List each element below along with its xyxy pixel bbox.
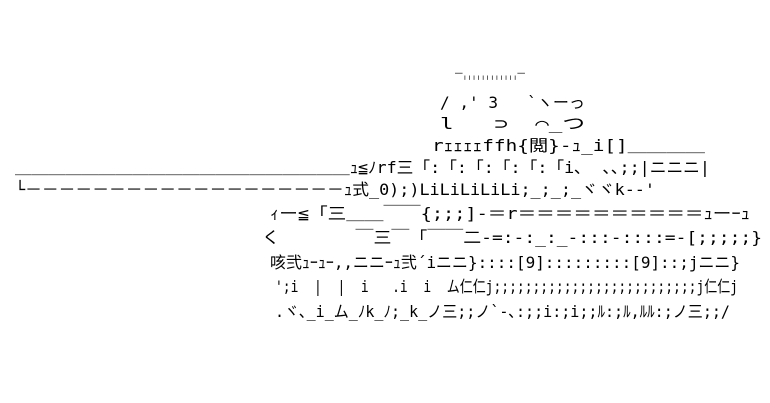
art-line: .ヾ､_i_ム_ﾉk_ﾉ;_k_ノ三;;ノ`-､:;;i:;i;;ﾙ:;ﾙ,ﾙﾙ…: [275, 302, 730, 321]
art-line: l ⊃ ⌒_つ: [440, 114, 585, 133]
art-line: ';i | | i .i i ム仁仁j;;;;;;;;;;;;;;;;;;;;;…: [275, 277, 738, 296]
art-line: く ￣三￣「￣￣二-=:-:_:_-:::-::::=-[;;;;;}: [262, 228, 762, 247]
art-line: ￣''''''''''''￣: [455, 72, 525, 91]
art-line: / ,' 3 `ヽーっ: [440, 93, 585, 112]
art-line: ｨー≦「三＿＿￣￣{;;;]-＝r＝＝＝＝＝＝＝＝＝＝ｭーｰｭ: [270, 204, 750, 223]
art-line: └－－－－－－－－－－－－－－－－－－－ｭ式_0);)LiLiLiLiLi;_;…: [15, 180, 655, 199]
art-line: 咳弐ｭｰｭｰ,,ニニｰｭ弐´iニニ}::::[9]:::::::::[9]::;…: [270, 253, 740, 272]
art-line: ＿＿＿＿＿＿＿＿＿＿＿＿＿＿＿＿＿＿＿＿ｭ≦ﾉrf三「:「:「:「:「:「i､ …: [15, 158, 710, 177]
art-line: rｪｪｪｪffh{閲}-ｭ_i[]＿＿＿＿: [432, 136, 705, 155]
